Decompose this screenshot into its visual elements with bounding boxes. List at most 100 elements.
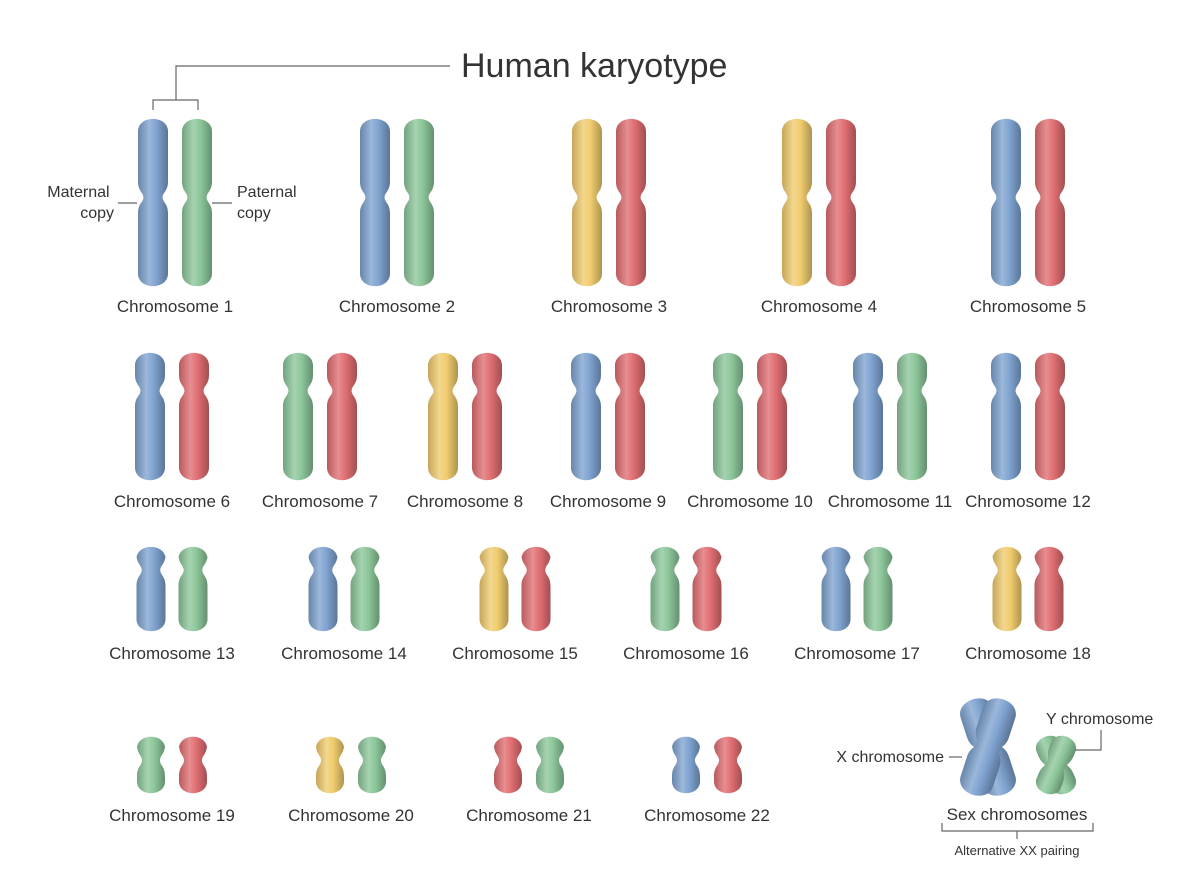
chromosome-7-label: Chromosome 7 [262, 492, 378, 511]
chromosome-6-maternal [135, 352, 165, 481]
chromosome-2-maternal [360, 118, 390, 287]
chromosome-14-paternal [350, 546, 380, 632]
chromosome-pair-5: Chromosome 5 [970, 118, 1086, 316]
chromosome-4-label: Chromosome 4 [761, 297, 877, 316]
chromosome-18-maternal [992, 546, 1022, 632]
chromosome-13-paternal [178, 546, 208, 632]
chromosome-2-paternal [404, 118, 434, 287]
sex-bracket [941, 823, 1094, 839]
sex-chromosome-group: X chromosome Y chromosome Sex chromosome… [836, 698, 1153, 858]
chromosome-5-paternal [1035, 118, 1065, 287]
chromosome-6-label: Chromosome 6 [114, 492, 230, 511]
chromosome-pair-20: Chromosome 20 [288, 736, 414, 825]
chromosome-1-paternal [182, 118, 212, 287]
chromosome-17-maternal [821, 546, 851, 632]
chromosome-3-label: Chromosome 3 [551, 297, 667, 316]
chromosome-4-maternal [782, 118, 812, 287]
chromosome-pair-4: Chromosome 4 [761, 118, 877, 316]
chromosome-15-paternal [521, 546, 551, 632]
maternal-copy-label-line-1: Maternal [47, 184, 109, 201]
chromosome-pairs: Chromosome 1 Chromosome 2 Chromosome 3 Chro… [109, 118, 1091, 825]
chromosome-21-label: Chromosome 21 [466, 806, 592, 825]
chromosome-18-paternal [1034, 546, 1064, 632]
x-chromosome-label: X chromosome [836, 749, 944, 766]
chromosome-22-maternal [672, 736, 700, 794]
y-chromosome [1035, 735, 1077, 795]
chromosome-16-label: Chromosome 16 [623, 644, 749, 663]
chromosome-13-maternal [136, 546, 166, 632]
chromosome-pair-6: Chromosome 6 [114, 352, 230, 511]
diagram-title: Human karyotype [461, 47, 727, 85]
y-chromosome-label: Y chromosome [1046, 711, 1153, 728]
chromosome-22-paternal [714, 736, 742, 794]
chromosome-pair-15: Chromosome 15 [452, 546, 578, 663]
chromosome-7-maternal [283, 352, 313, 481]
chromosome-pair-14: Chromosome 14 [281, 546, 407, 663]
y-chromosome-arm-2 [1035, 735, 1077, 795]
chromosome-5-maternal [991, 118, 1021, 287]
chromosome-12-maternal [991, 352, 1021, 481]
chromosome-pair-13: Chromosome 13 [109, 546, 235, 663]
x-chromosome [960, 698, 1016, 796]
chromosome-pair-10: Chromosome 10 [687, 352, 813, 511]
chromosome-9-paternal [615, 352, 645, 481]
y-leader-line [1075, 730, 1102, 751]
chromosome-pair-11: Chromosome 11 [828, 352, 952, 511]
chromosome-8-label: Chromosome 8 [407, 492, 523, 511]
maternal-copy-label: Maternal copy [47, 184, 114, 222]
chromosome-16-paternal [692, 546, 722, 632]
chromosome-4-paternal [826, 118, 856, 287]
chromosome-15-label: Chromosome 15 [452, 644, 578, 663]
chromosome-14-label: Chromosome 14 [281, 644, 407, 663]
chromosome-10-paternal [757, 352, 787, 481]
chromosome-pair-7: Chromosome 7 [262, 352, 378, 511]
chromosome-21-paternal [536, 736, 564, 794]
chromosome-5-label: Chromosome 5 [970, 297, 1086, 316]
chromosome-pair-12: Chromosome 12 [965, 352, 1091, 511]
chromosome-9-label: Chromosome 9 [550, 492, 666, 511]
chromosome-6-paternal [179, 352, 209, 481]
chromosome-11-paternal [897, 352, 927, 481]
maternal-copy-label-line-2: copy [80, 205, 114, 222]
chromosome-2-label: Chromosome 2 [339, 297, 455, 316]
x-chromosome-arm-2 [960, 698, 1016, 796]
chromosome-pair-19: Chromosome 19 [109, 736, 235, 825]
chromosome-12-label: Chromosome 12 [965, 492, 1091, 511]
chromosome-19-paternal [179, 736, 207, 794]
chromosome-13-label: Chromosome 13 [109, 644, 235, 663]
chromosome-17-label: Chromosome 17 [794, 644, 920, 663]
paternal-copy-label: Paternal copy [237, 184, 301, 222]
chromosome-11-label: Chromosome 11 [828, 492, 952, 511]
chromosome-3-maternal [572, 118, 602, 287]
chromosome-pair-3: Chromosome 3 [551, 118, 667, 316]
alternative-pairing-note: Alternative XX pairing [954, 843, 1079, 858]
chromosome-16-maternal [650, 546, 680, 632]
chromosome-pair-18: Chromosome 18 [965, 546, 1091, 663]
chromosome-12-paternal [1035, 352, 1065, 481]
chromosome-10-label: Chromosome 10 [687, 492, 813, 511]
chromosome-1-maternal [138, 118, 168, 287]
chromosome-pair-17: Chromosome 17 [794, 546, 920, 663]
chromosome-1-label: Chromosome 1 [117, 297, 233, 316]
chromosome-18-label: Chromosome 18 [965, 644, 1091, 663]
chromosome-pair-1: Chromosome 1 [117, 118, 233, 316]
chromosome-17-paternal [863, 546, 893, 632]
chromosome-19-label: Chromosome 19 [109, 806, 235, 825]
chromosome-20-label: Chromosome 20 [288, 806, 414, 825]
chromosome-pair-16: Chromosome 16 [623, 546, 749, 663]
chromosome-14-maternal [308, 546, 338, 632]
chromosome-20-maternal [316, 736, 344, 794]
paternal-copy-label-line-2: copy [237, 205, 271, 222]
sex-chromosomes-label: Sex chromosomes [947, 805, 1088, 824]
chromosome-7-paternal [327, 352, 357, 481]
chromosome-pair-8: Chromosome 8 [407, 352, 523, 511]
chromosome-19-maternal [137, 736, 165, 794]
chromosome-10-maternal [713, 352, 743, 481]
chromosome-3-paternal [616, 118, 646, 287]
chromosome-pair-9: Chromosome 9 [550, 352, 666, 511]
chromosome-8-maternal [428, 352, 458, 481]
chromosome-8-paternal [472, 352, 502, 481]
chromosome-9-maternal [571, 352, 601, 481]
paternal-copy-label-line-1: Paternal [237, 184, 297, 201]
chromosome-15-maternal [479, 546, 509, 632]
